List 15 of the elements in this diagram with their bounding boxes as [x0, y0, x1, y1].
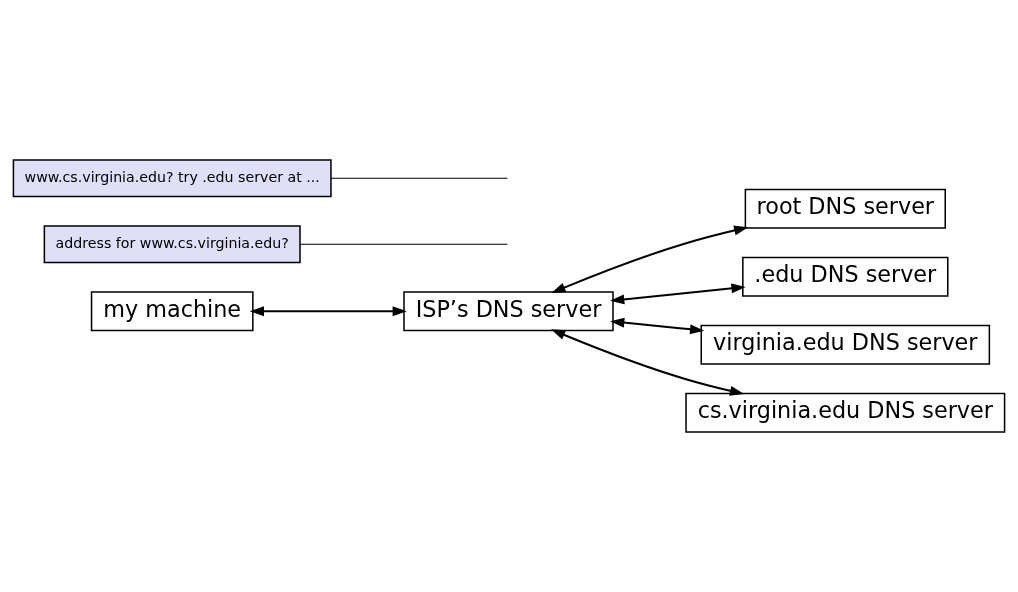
- connector: [330, 177, 508, 179]
- node-box: root DNS server: [744, 188, 946, 229]
- node-box: ISP’s DNS server: [403, 291, 614, 332]
- node-box: virginia.edu DNS server: [700, 324, 991, 365]
- node-box: www.cs.virginia.edu? try .edu server at ...: [12, 159, 332, 198]
- arrow: [550, 329, 745, 396]
- node-box: .edu DNS server: [742, 256, 949, 297]
- arrow: [249, 306, 407, 317]
- node-box: my machine: [90, 291, 254, 332]
- node-box: cs.virginia.edu DNS server: [685, 392, 1006, 433]
- node-box: address for www.cs.virginia.edu?: [43, 225, 301, 264]
- arrow: [610, 317, 705, 335]
- arrow: [551, 225, 749, 293]
- arrow: [610, 283, 746, 305]
- connector: [299, 243, 508, 245]
